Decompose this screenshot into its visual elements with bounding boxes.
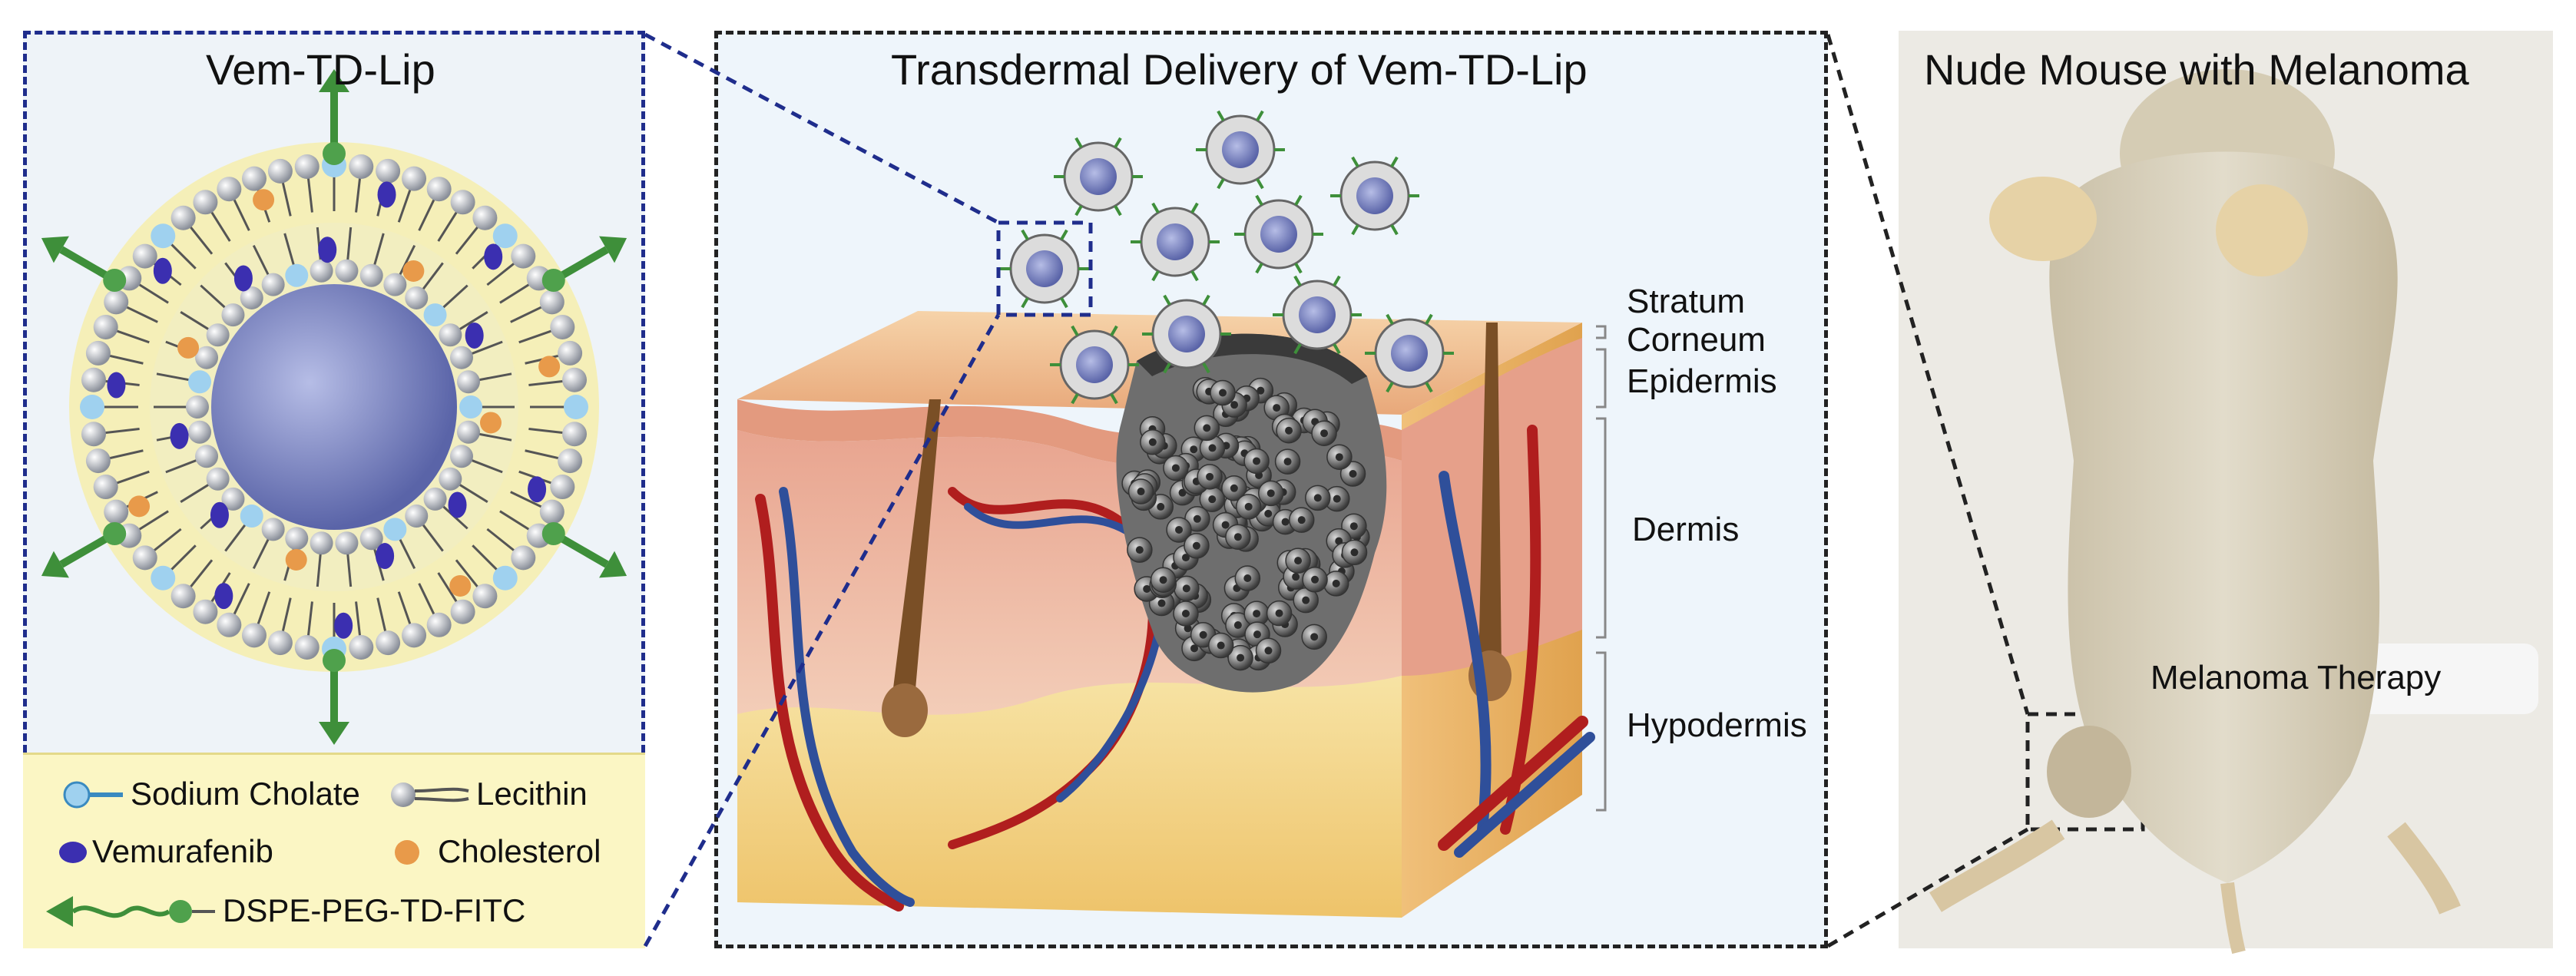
mouse-photo [1929,69,2461,954]
legend-sodium-cholate: Sodium Cholate [131,776,360,812]
label-epidermis: Epidermis [1627,362,1777,400]
therapy-label: Melanoma Therapy [2151,659,2442,696]
label-dermis: Dermis [1632,511,1740,548]
legend-lecithin: Lecithin [476,776,588,812]
legend-dspe: DSPE-PEG-TD-FITC [223,892,526,928]
liposome-graphic [41,69,627,745]
label-hypodermis: Hypodermis [1627,706,1807,744]
nanoparticle-group [1000,110,1454,405]
label-stratum: Stratum [1627,283,1746,320]
label-corneum: Corneum [1627,321,1766,359]
legend-box [23,753,645,948]
liposome-title: Vem-TD-Lip [206,45,435,94]
delivery-title: Transdermal Delivery of Vem-TD-Lip [891,45,1588,94]
legend-vemurafenib: Vemurafenib [92,833,273,869]
mouse-title: Nude Mouse with Melanoma [1924,45,2469,94]
legend-cholesterol: Cholesterol [438,833,601,869]
